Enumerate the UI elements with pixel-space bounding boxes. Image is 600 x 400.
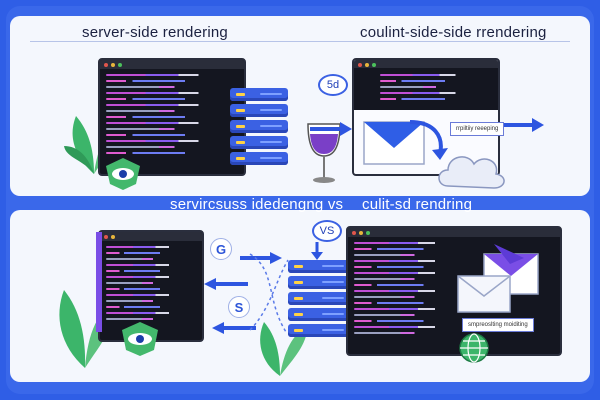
top-panel: server-side rendering coulint-side-side … bbox=[10, 16, 590, 196]
server-unit bbox=[230, 88, 288, 101]
server-unit bbox=[288, 324, 350, 337]
sync-glyph: S bbox=[228, 296, 250, 318]
bottom-panel: servircsuss idedengng vs culit-sd rendri… bbox=[10, 196, 590, 382]
globe-icon bbox=[459, 333, 489, 363]
server-unit bbox=[230, 104, 288, 117]
diagram-frame: server-side rendering coulint-side-side … bbox=[6, 6, 594, 394]
server-unit bbox=[230, 136, 288, 149]
arrow-left-icon bbox=[212, 322, 256, 334]
accent-bar bbox=[96, 232, 102, 332]
server-code-window bbox=[98, 58, 246, 176]
arrow-right-icon bbox=[310, 122, 352, 136]
top-left-heading: server-side rendering bbox=[82, 24, 228, 41]
server-unit bbox=[288, 276, 350, 289]
wine-glass-icon bbox=[307, 123, 341, 183]
arrow-left-icon bbox=[204, 278, 248, 290]
server-unit bbox=[230, 120, 288, 133]
bottom-left-heading: servircsuss idedengng vs bbox=[170, 196, 344, 213]
eye-shield-icon bbox=[106, 158, 140, 190]
dashed-connector bbox=[249, 253, 289, 333]
envelope-icon bbox=[457, 275, 511, 313]
arrow-right-icon bbox=[504, 118, 544, 132]
top-tag: rrpiltiiy reeeping bbox=[450, 122, 505, 136]
top-divider bbox=[30, 41, 570, 42]
top-badge: 5d bbox=[318, 74, 348, 96]
server-code-window bbox=[98, 230, 204, 342]
leaves-icon bbox=[260, 322, 308, 376]
server-unit bbox=[288, 292, 350, 305]
bottom-tag: smpreoslting moiditing bbox=[462, 318, 534, 332]
arrow-down-icon bbox=[311, 242, 323, 260]
server-unit bbox=[230, 152, 288, 165]
cloud-icon bbox=[438, 156, 505, 189]
curved-arrow-icon bbox=[409, 120, 448, 160]
client-code-area bbox=[354, 68, 498, 110]
refresh-glyph: G bbox=[210, 238, 232, 260]
vs-badge: VS bbox=[312, 220, 342, 242]
server-unit bbox=[288, 260, 350, 273]
bottom-right-heading: culit-sd rendring bbox=[362, 196, 473, 213]
top-right-heading: coulint-side-side rrendering bbox=[360, 24, 547, 41]
envelope-icon bbox=[363, 121, 425, 165]
eye-shield-icon bbox=[122, 322, 158, 356]
server-unit bbox=[288, 308, 350, 321]
